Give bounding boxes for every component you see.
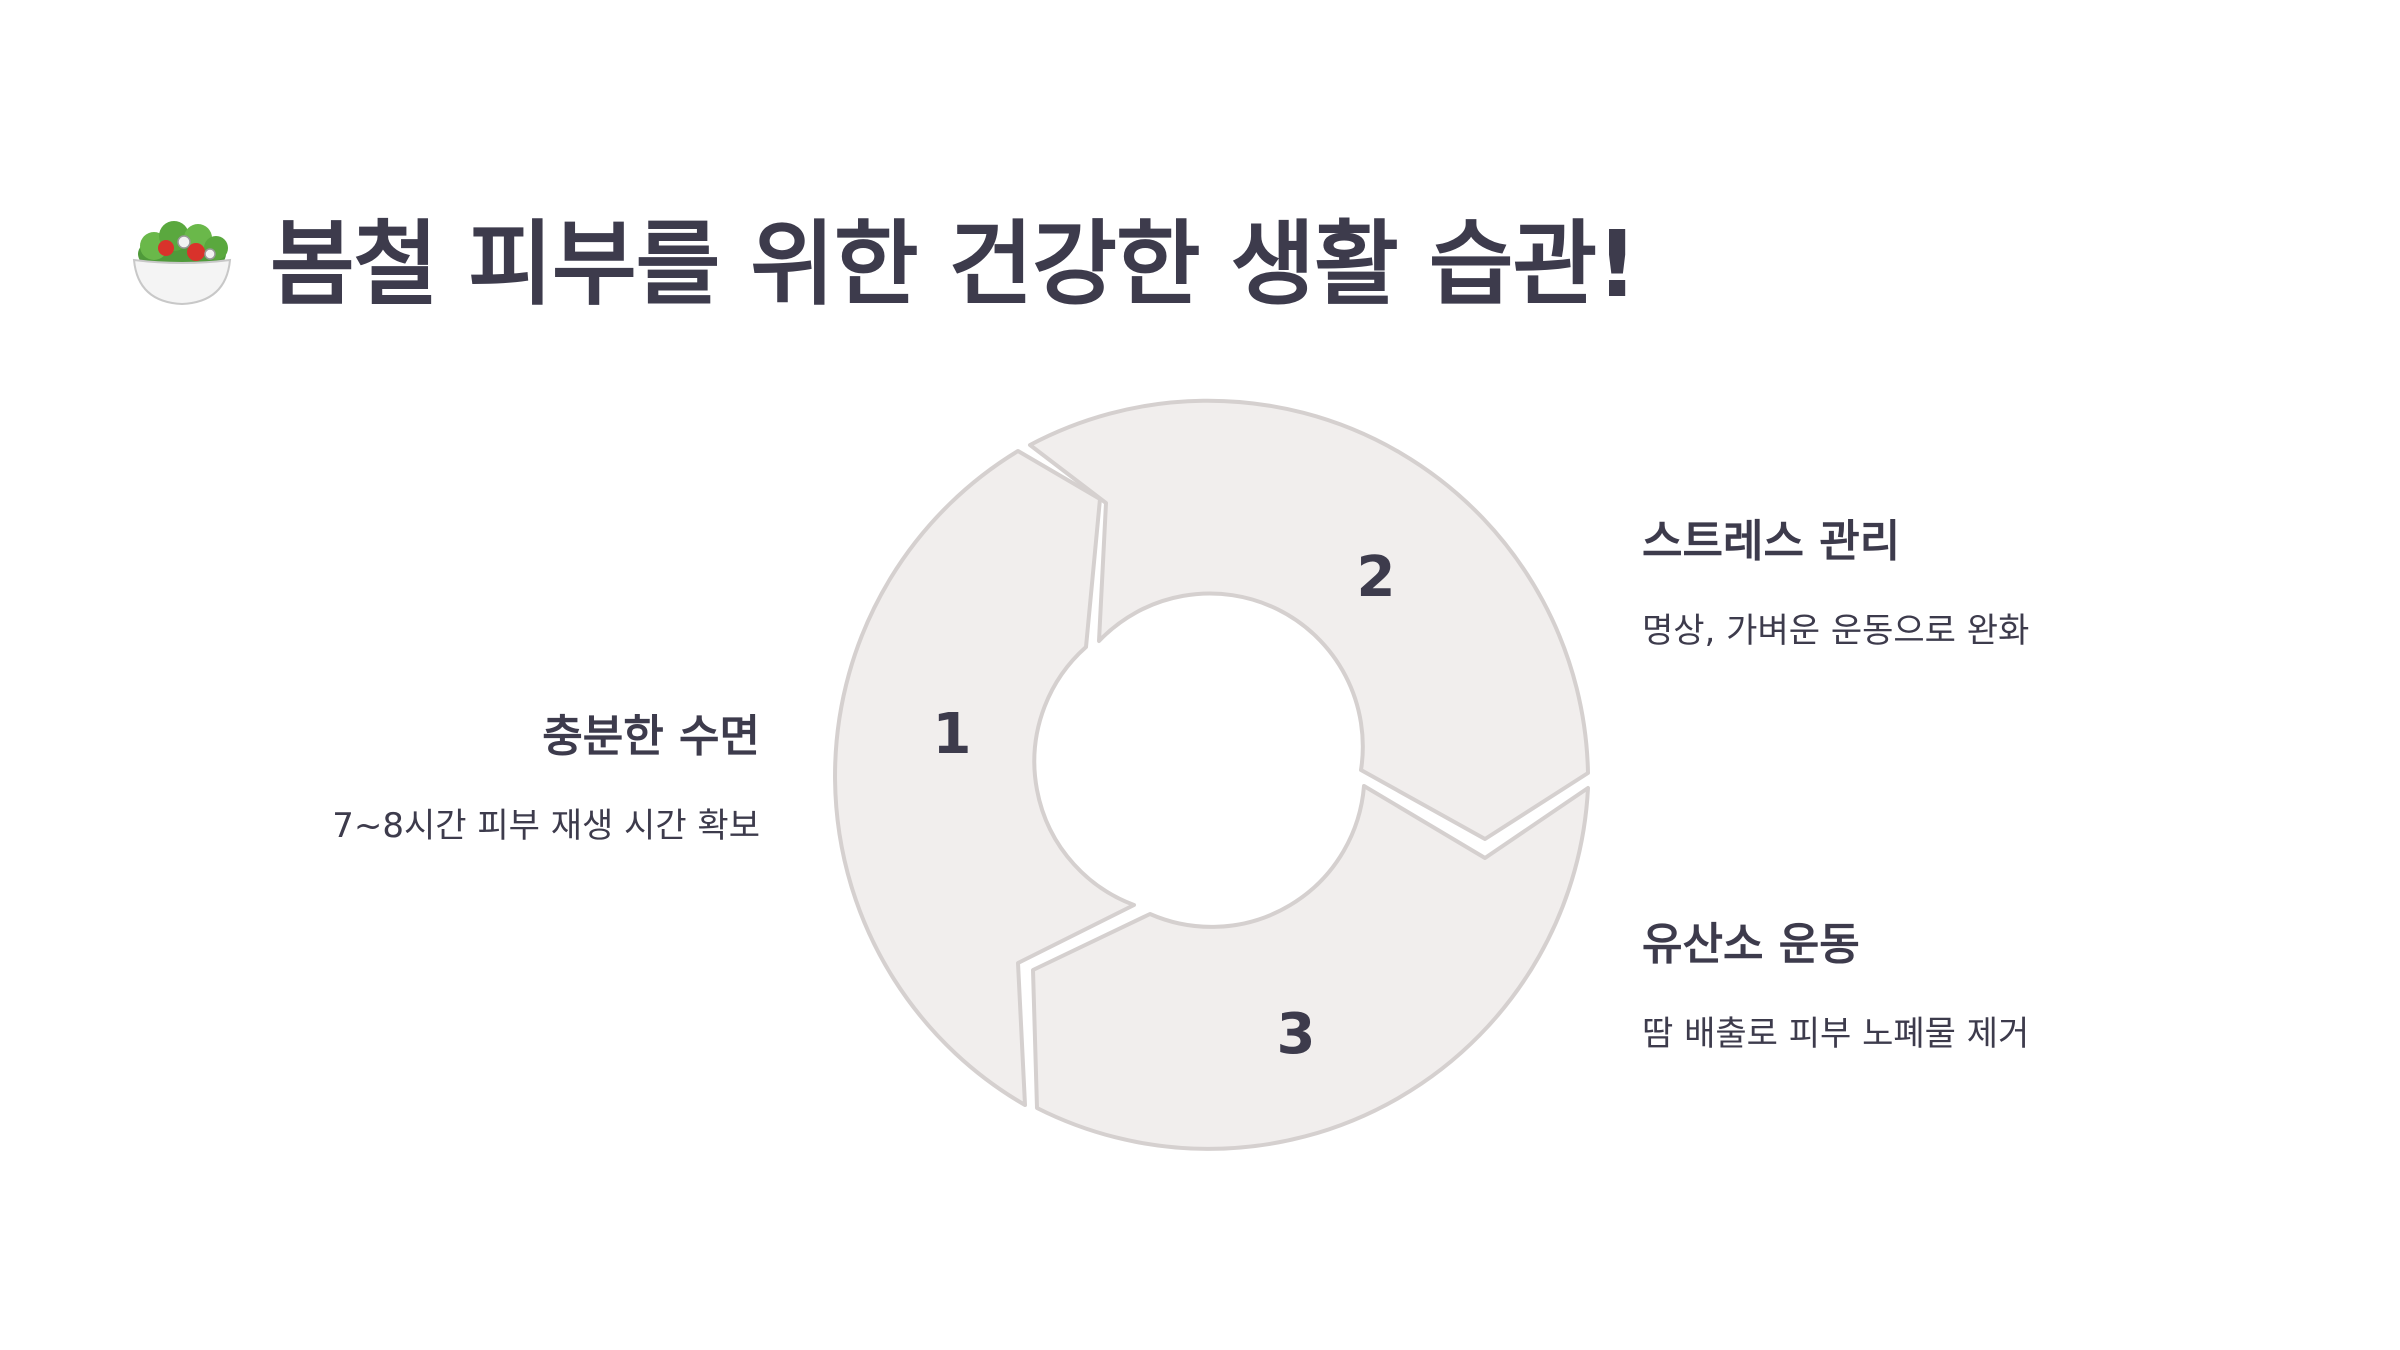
cycle-diagram: 1 2 3 bbox=[833, 398, 1590, 1151]
label-exercise: 유산소 운동 땀 배출로 피부 노폐물 제거 bbox=[1642, 908, 2262, 1055]
label-sleep: 충분한 수면 7~8시간 피부 재생 시간 확보 bbox=[140, 700, 760, 847]
label-stress-heading: 스트레스 관리 bbox=[1642, 516, 1901, 567]
label-stress-description: 명상, 가벼운 운동으로 완화 bbox=[1642, 611, 2030, 651]
label-sleep-description: 7~8시간 피부 재생 시간 확보 bbox=[332, 806, 760, 846]
page-title: 봄철 피부를 위한 건강한 생활 습관! bbox=[270, 210, 1638, 318]
label-exercise-description: 땀 배출로 피부 노폐물 제거 bbox=[1642, 1014, 2030, 1054]
title-row: 봄철 피부를 위한 건강한 생활 습관! bbox=[128, 196, 1638, 318]
segment-number-3: 3 bbox=[1277, 1002, 1316, 1067]
label-sleep-heading: 충분한 수면 bbox=[542, 711, 760, 762]
cycle-segment-1 bbox=[833, 449, 1136, 1107]
label-exercise-heading: 유산소 운동 bbox=[1642, 919, 1860, 970]
label-stress: 스트레스 관리 명상, 가벼운 운동으로 완화 bbox=[1642, 505, 2262, 652]
cycle-segment-3 bbox=[1031, 784, 1590, 1151]
cycle-segment-2 bbox=[1028, 398, 1590, 841]
segment-number-2: 2 bbox=[1357, 545, 1396, 610]
segment-number-1: 1 bbox=[933, 702, 972, 767]
salad-bowl-icon bbox=[132, 221, 232, 306]
